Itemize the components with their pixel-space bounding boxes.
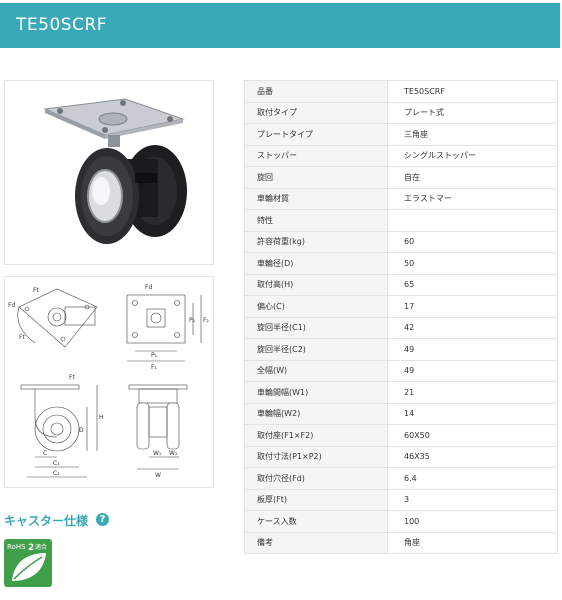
spec-value: 角座 <box>387 531 558 554</box>
spec-label: 備考 <box>244 531 388 554</box>
label-c2: C₂ <box>53 470 60 477</box>
label-f2: F₂ <box>203 317 209 324</box>
product-header: TE50SCRF <box>0 3 560 48</box>
spec-value: 14 <box>387 402 558 425</box>
spec-row: 取付寸法(P1×P2)46X35 <box>244 445 558 468</box>
label-f1: F₁ <box>151 364 157 371</box>
spec-value: 17 <box>387 295 558 318</box>
spec-value <box>387 209 558 232</box>
spec-row: 車輪間幅(W1)21 <box>244 381 558 404</box>
caster-photo-image <box>43 98 187 244</box>
spec-value: 6.4 <box>387 467 558 490</box>
label-w: W <box>155 472 161 479</box>
spec-label: 特性 <box>244 209 388 232</box>
rohs-badge: RoHS 2 適合 <box>4 539 52 587</box>
product-title: TE50SCRF <box>16 15 108 35</box>
label-c1: C₁ <box>53 460 60 467</box>
spec-label: 偏心(C) <box>244 295 388 318</box>
label-w1: W₁ <box>153 450 162 457</box>
spec-label: 車輪幅(W2) <box>244 402 388 425</box>
spec-row: 車輪径(D)50 <box>244 252 558 275</box>
spec-row: 特性 <box>244 209 558 232</box>
rohs-number: 2 <box>28 543 34 553</box>
spec-label: 品番 <box>244 80 388 103</box>
spec-label: 車輪間幅(W1) <box>244 381 388 404</box>
spec-row: 旋回半径(C2)49 <box>244 338 558 361</box>
spec-value: 60X50 <box>387 424 558 447</box>
label-fd-right: Fd <box>145 284 152 291</box>
spec-label: 板厚(Ft) <box>244 488 388 511</box>
caster-spec-heading: キャスター仕様 <box>4 514 89 528</box>
spec-label: 取付座(F1×F2) <box>244 424 388 447</box>
spec-row: 取付高(H)65 <box>244 273 558 296</box>
rohs-label: RoHS <box>7 543 26 551</box>
rohs-suffix: 適合 <box>35 543 47 551</box>
spec-label: 車輪材質 <box>244 187 388 210</box>
spec-label: ストッパー <box>244 144 388 167</box>
spec-value: 42 <box>387 316 558 339</box>
spec-value: 49 <box>387 359 558 382</box>
spec-row: 取付座(F1×F2)60X50 <box>244 424 558 447</box>
label-w2: W₂ <box>169 450 178 457</box>
spec-value: シングルストッパー <box>387 144 558 167</box>
spec-label: 取付穴径(Fd) <box>244 467 388 490</box>
spec-label: ケース入数 <box>244 510 388 533</box>
label-ft-top: Ft <box>33 287 39 294</box>
spec-label: 許容荷重(kg) <box>244 230 388 253</box>
label-d: D <box>79 427 84 434</box>
spec-label: 旋回半径(C2) <box>244 338 388 361</box>
spec-value: 100 <box>387 510 558 533</box>
spec-label: 旋回半径(C1) <box>244 316 388 339</box>
spec-row: 板厚(Ft)3 <box>244 488 558 511</box>
label-fd: Fd <box>8 302 15 309</box>
spec-label: プレートタイプ <box>244 123 388 146</box>
label-c: C <box>43 450 47 457</box>
spec-row: 許容荷重(kg)60 <box>244 230 558 253</box>
spec-label: 取付高(H) <box>244 273 388 296</box>
spec-row: 車輪幅(W2)14 <box>244 402 558 425</box>
spec-row: プレートタイプ三角座 <box>244 123 558 146</box>
spec-row: 備考角座 <box>244 531 558 554</box>
spec-label: 旋回 <box>244 166 388 189</box>
spec-value: 46X35 <box>387 445 558 468</box>
rohs-leaf-icon: RoHS 2 適合 <box>4 539 52 587</box>
label-ft-side: Ft <box>69 374 75 381</box>
spec-value: 3 <box>387 488 558 511</box>
spec-row: 偏心(C)17 <box>244 295 558 318</box>
spec-row: 旋回自在 <box>244 166 558 189</box>
spec-label: 取付寸法(P1×P2) <box>244 445 388 468</box>
spec-value: 三角座 <box>387 123 558 146</box>
spec-row: 全幅(W)49 <box>244 359 558 382</box>
spec-row: 旋回半径(C1)42 <box>244 316 558 339</box>
spec-value: TE50SCRF <box>387 80 558 103</box>
label-h: H <box>99 414 104 421</box>
spec-value: 49 <box>387 338 558 361</box>
spec-row: 取付タイププレート式 <box>244 101 558 124</box>
dimension-drawing: Fd Ft Ft Fd P₁ F₁ P₂ F₂ Ft D H C C₁ C₂ <box>4 276 214 488</box>
spec-row: 車輪材質エラストマー <box>244 187 558 210</box>
spec-value: エラストマー <box>387 187 558 210</box>
label-ft-left: Ft <box>19 334 25 341</box>
spec-value: プレート式 <box>387 101 558 124</box>
label-p2: P₂ <box>189 317 196 324</box>
spec-label: 取付タイプ <box>244 101 388 124</box>
spec-label: 車輪径(D) <box>244 252 388 275</box>
spec-value: 21 <box>387 381 558 404</box>
spec-value: 50 <box>387 252 558 275</box>
spec-label: 全幅(W) <box>244 359 388 382</box>
spec-value: 65 <box>387 273 558 296</box>
spec-row: ストッパーシングルストッパー <box>244 144 558 167</box>
spec-value: 自在 <box>387 166 558 189</box>
help-icon[interactable]: ? <box>96 513 109 526</box>
dimension-drawing-image: Fd Ft Ft Fd P₁ F₁ P₂ F₂ Ft D H C C₁ C₂ <box>8 284 209 479</box>
label-p1: P₁ <box>151 352 158 359</box>
spec-value: 60 <box>387 230 558 253</box>
product-photo <box>4 80 214 265</box>
spec-row: 取付穴径(Fd)6.4 <box>244 467 558 490</box>
